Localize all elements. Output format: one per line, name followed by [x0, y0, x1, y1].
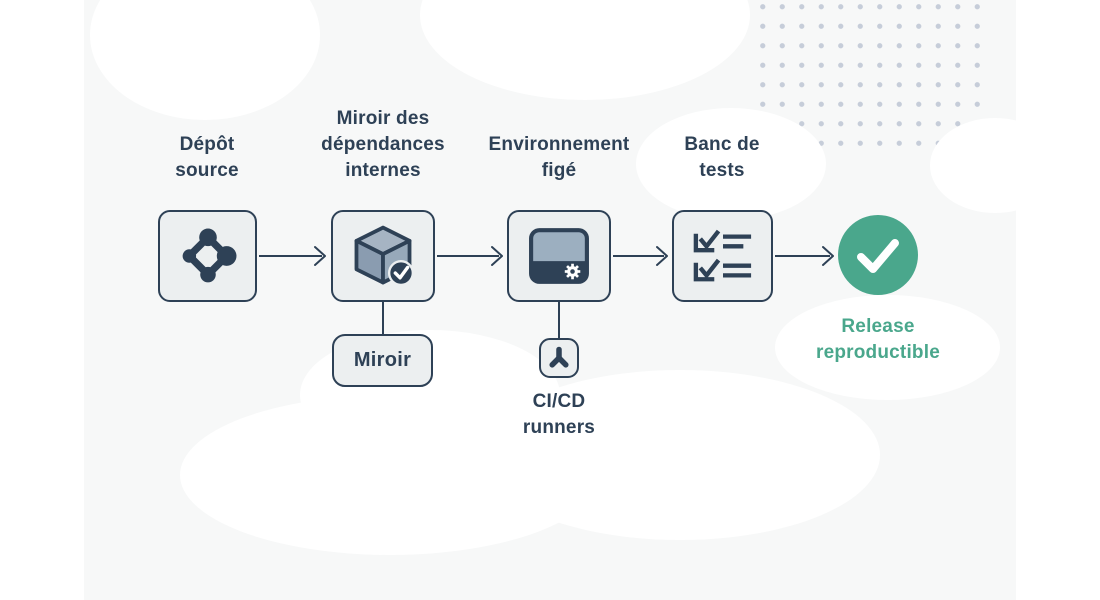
node-miroir-dependances [331, 210, 435, 302]
background-blob [930, 118, 1060, 213]
label-line: source [175, 160, 239, 181]
label-line: tests [699, 160, 745, 181]
check-badge-icon [387, 260, 415, 287]
label-line: Release [841, 316, 915, 337]
label-line: internes [345, 160, 421, 181]
miroir-box-label: Miroir [353, 349, 412, 371]
arrow-head-1 [314, 246, 326, 266]
label-environnement-fige: Environnement figé [459, 132, 659, 184]
label-depot-source: Dépôt source [107, 132, 307, 184]
label-banc-de-tests: Banc de tests [622, 132, 822, 184]
label-line: Banc de [684, 134, 760, 155]
node-release-check [838, 215, 918, 295]
arrow-head-3 [656, 246, 668, 266]
arrow-head-4 [822, 246, 834, 266]
checklist-icon [693, 229, 751, 282]
label-line: figé [541, 160, 577, 181]
label-line: reproductible [815, 342, 940, 363]
node-banc-de-tests [672, 210, 773, 302]
label-line: Environnement [488, 134, 630, 155]
label-release-reproductible: Release reproductible [778, 314, 978, 366]
merge-branch-icon [549, 346, 569, 368]
label-miroir-dependances: Miroir des dépendances internes [283, 106, 483, 184]
node-miroir: Miroir [332, 334, 433, 387]
label-line: runners [522, 417, 596, 438]
node-environnement-fige [507, 210, 611, 302]
node-depot-source [158, 210, 257, 302]
label-line: CI/CD [532, 391, 586, 412]
package-check-icon [354, 225, 415, 287]
label-cicd-runners: CI/CD runners [459, 389, 659, 441]
git-network-icon [182, 228, 236, 283]
label-line: dépendances [321, 134, 445, 155]
background-blob [775, 295, 1000, 400]
label-line: Dépôt [179, 134, 235, 155]
container-gear-icon [529, 228, 589, 284]
background-blob [636, 108, 826, 220]
check-circle-icon [857, 239, 899, 273]
label-line: Miroir des [336, 108, 430, 129]
arrow-head-2 [491, 246, 503, 266]
node-cicd-runner [539, 338, 579, 378]
